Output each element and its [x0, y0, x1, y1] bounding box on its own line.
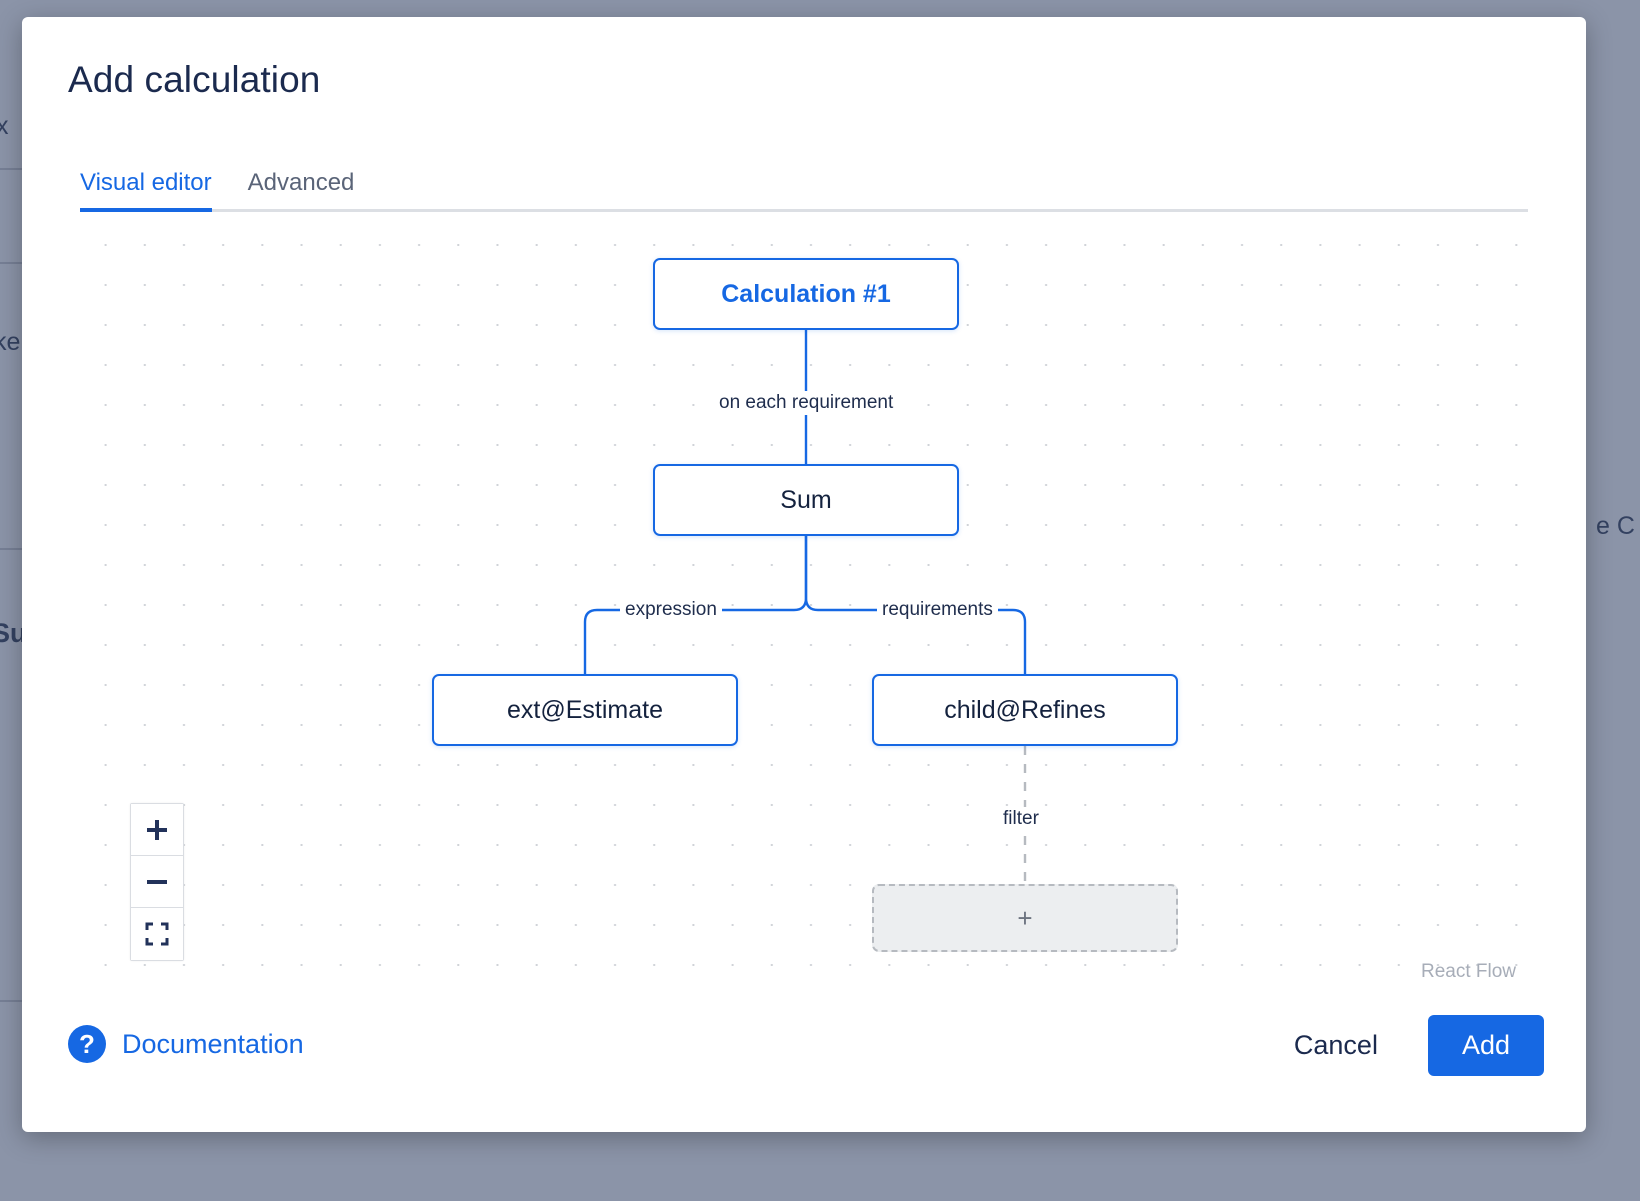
- backdrop-divider: [0, 262, 22, 264]
- backdrop-divider: [0, 1000, 22, 1002]
- tab-visual-editor[interactable]: Visual editor: [80, 169, 212, 212]
- backdrop-divider: [0, 548, 22, 550]
- backdrop-text-fragment: ke: [0, 328, 21, 356]
- backdrop-divider: [0, 168, 22, 170]
- tab-strip: Visual editor Advanced: [80, 159, 1528, 212]
- tab-advanced[interactable]: Advanced: [247, 169, 355, 196]
- flow-node-calculation[interactable]: Calculation #1: [653, 258, 959, 330]
- fit-view-button[interactable]: [131, 908, 183, 960]
- add-button[interactable]: Add: [1427, 1015, 1544, 1076]
- add-calculation-dialog: Add calculation Visual editor Advanced o…: [22, 17, 1586, 1132]
- edge-label-filter: filter: [998, 807, 1044, 831]
- documentation-label: Documentation: [122, 1028, 304, 1059]
- flow-canvas[interactable]: on each requirement expression requireme…: [80, 212, 1528, 987]
- react-flow-attribution[interactable]: React Flow: [1420, 961, 1516, 982]
- backdrop-text-fragment: x: [0, 112, 9, 140]
- question-mark-circle-icon: ?: [68, 1025, 106, 1063]
- footer-actions: Cancel Add: [1270, 1015, 1544, 1076]
- minus-icon: [144, 869, 170, 895]
- flow-controls: [130, 803, 184, 961]
- backdrop-text-fragment: e C: [1596, 512, 1635, 540]
- tab-strip-underline: [80, 209, 1528, 212]
- dialog-title: Add calculation: [68, 59, 321, 100]
- plus-icon: [144, 817, 170, 843]
- dialog-footer: ? Documentation Cancel Add: [22, 987, 1586, 1132]
- fit-view-corners-icon: [144, 921, 170, 947]
- flow-node-ext-estimate[interactable]: ext@Estimate: [432, 674, 738, 746]
- flow-node-sum[interactable]: Sum: [653, 464, 959, 536]
- edge-label-requirements: requirements: [877, 598, 998, 622]
- documentation-link[interactable]: ? Documentation: [68, 1025, 304, 1063]
- cancel-button[interactable]: Cancel: [1270, 1016, 1402, 1075]
- edge-label-expression: expression: [620, 598, 722, 622]
- flow-node-add-filter-placeholder[interactable]: +: [872, 884, 1178, 952]
- zoom-out-button[interactable]: [131, 856, 183, 908]
- flow-node-child-refines[interactable]: child@Refines: [872, 674, 1178, 746]
- zoom-in-button[interactable]: [131, 804, 183, 856]
- edge-label-on-each-requirement: on each requirement: [714, 391, 899, 415]
